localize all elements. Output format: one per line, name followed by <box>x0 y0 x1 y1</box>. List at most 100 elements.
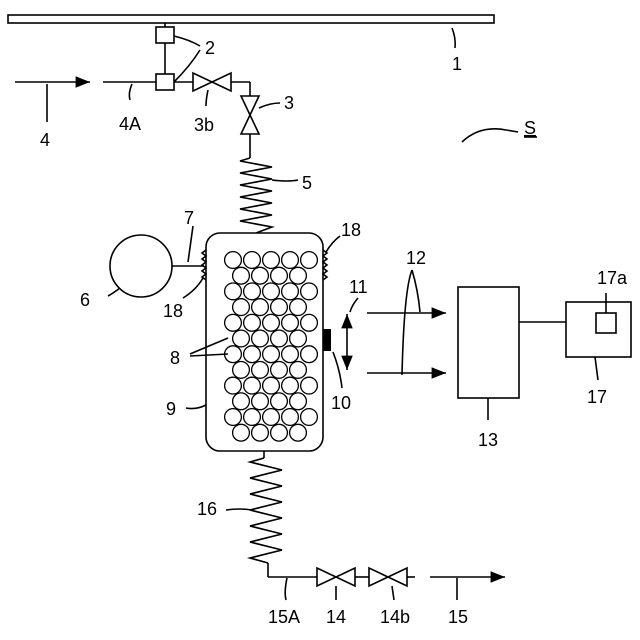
pellet <box>301 283 318 300</box>
bellows-bottom <box>250 458 282 563</box>
pellet <box>271 299 288 316</box>
leader-15a <box>285 578 287 600</box>
pellet <box>225 409 242 426</box>
leader-2a <box>174 36 200 46</box>
pellet <box>225 377 242 394</box>
leader-3b <box>206 90 208 106</box>
label-17: 17 <box>587 387 607 407</box>
leader-16 <box>226 509 252 510</box>
leader-18b <box>326 236 340 252</box>
pellet <box>252 424 269 441</box>
pellet <box>225 314 242 331</box>
valve-3b-right <box>212 73 231 91</box>
label-18a: 18 <box>163 301 183 321</box>
display-window <box>596 313 616 333</box>
pellet <box>301 346 318 363</box>
valve-3-bottom <box>241 115 259 134</box>
pellet <box>244 409 261 426</box>
label-15a: 15A <box>268 607 300 627</box>
pellet <box>263 314 280 331</box>
label-16: 16 <box>197 499 217 519</box>
label-14: 14 <box>326 607 346 627</box>
pellet <box>252 267 269 284</box>
label-13: 13 <box>478 430 498 450</box>
leader-10 <box>333 352 342 388</box>
label-9: 9 <box>166 399 176 419</box>
pellet <box>233 362 250 379</box>
label-6: 6 <box>80 290 90 310</box>
pellet <box>252 393 269 410</box>
leader-11 <box>350 298 358 312</box>
label-10: 10 <box>331 393 351 413</box>
pellet <box>301 409 318 426</box>
pellet <box>290 267 307 284</box>
pellet <box>290 393 307 410</box>
label-8: 8 <box>170 348 180 368</box>
leader-17 <box>595 357 598 380</box>
pellet <box>301 252 318 269</box>
pellet <box>290 330 307 347</box>
leader-3 <box>259 103 280 108</box>
pellet <box>233 393 250 410</box>
sensor-box-upper <box>156 27 174 43</box>
pellet <box>263 377 280 394</box>
label-18b: 18 <box>341 220 361 240</box>
pellet <box>301 314 318 331</box>
label-11: 11 <box>349 277 368 297</box>
leader-18a <box>183 278 203 298</box>
pellet <box>244 283 261 300</box>
pellet <box>282 377 299 394</box>
label-1: 1 <box>452 54 462 74</box>
label-4: 4 <box>40 130 50 150</box>
label-5: 5 <box>302 173 312 193</box>
pellet <box>244 377 261 394</box>
label-3: 3 <box>284 93 294 113</box>
valve-3b <box>193 73 212 91</box>
leader-12a <box>402 270 412 375</box>
pellet <box>282 409 299 426</box>
label-3b: 3b <box>194 115 214 135</box>
valve-14 <box>317 568 336 586</box>
leader-4a <box>129 84 132 100</box>
pellet <box>252 362 269 379</box>
label-2: 2 <box>205 38 215 58</box>
leader-14b <box>392 586 394 600</box>
pellet <box>225 252 242 269</box>
valve-14-right <box>336 568 355 586</box>
pellet <box>282 314 299 331</box>
label-system: S <box>524 118 536 138</box>
pellet <box>301 377 318 394</box>
pellet <box>290 362 307 379</box>
valve-3 <box>241 96 259 115</box>
pellet <box>244 314 261 331</box>
sensor-10 <box>323 329 331 351</box>
leader-12b <box>412 270 420 312</box>
rail <box>8 15 494 23</box>
leader-1 <box>452 28 455 48</box>
leader-9 <box>186 405 206 409</box>
label-15: 15 <box>448 607 468 627</box>
pellet <box>271 393 288 410</box>
pellet <box>252 299 269 316</box>
pellet <box>233 299 250 316</box>
valve-14b <box>369 568 388 586</box>
pellet <box>282 346 299 363</box>
pellet <box>271 330 288 347</box>
sensor-box-lower <box>156 74 174 90</box>
pellet <box>282 283 299 300</box>
pellet <box>244 346 261 363</box>
label-12: 12 <box>406 248 426 268</box>
label-14b: 14b <box>380 607 410 627</box>
pellet <box>244 252 261 269</box>
pellet <box>263 409 280 426</box>
leader-7 <box>188 226 193 262</box>
valve-14b-right <box>388 568 407 586</box>
pellet <box>271 362 288 379</box>
leader-5 <box>272 180 298 181</box>
pellet <box>282 252 299 269</box>
pellet <box>233 330 250 347</box>
pellet <box>263 252 280 269</box>
pellet <box>225 283 242 300</box>
